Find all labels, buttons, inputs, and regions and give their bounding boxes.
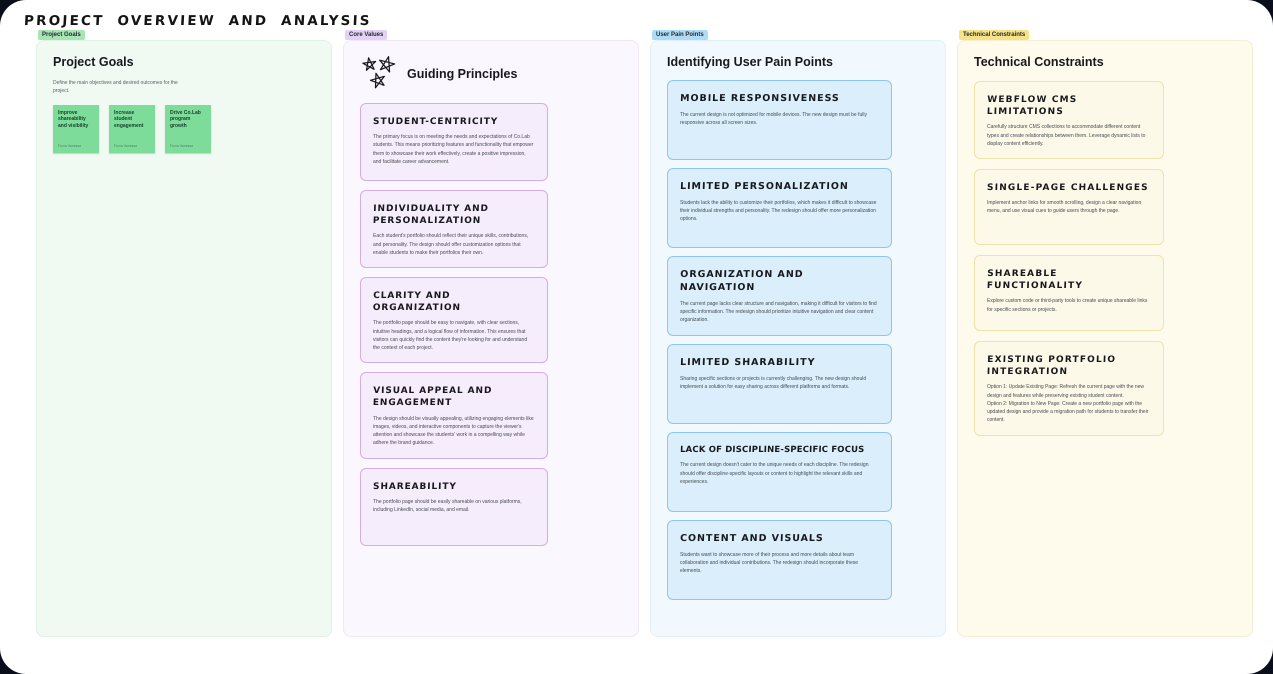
pain-point-card[interactable]: ORGANIZATION AND NAVIGATION The current … [667, 256, 892, 336]
card-title: INDIVIDUALITY AND PERSONALIZATION [372, 204, 490, 227]
card-title: MOBILE RESPONSIVENESS [679, 93, 840, 104]
card-title: SINGLE-PAGE CHALLENGES [986, 183, 1149, 194]
card-body: The portfolio page should be easy to nav… [373, 320, 528, 352]
card-body: Students want to showcase more of their … [680, 551, 859, 575]
stars-icon[interactable] [360, 55, 398, 91]
sticky-author: Fiona Vanessa [114, 143, 138, 148]
card-body: The current design doesn't cater to the … [680, 462, 869, 485]
sticky-note[interactable]: Drive Co.Lab program growth Fiona Vaness… [165, 104, 211, 153]
card-body: Students lack the ability to customize t… [680, 199, 877, 223]
card-title: EXISTING PORTFOLIO INTEGRATION [986, 355, 1117, 378]
card-list: WEBFLOW CMS LIMITATIONS Carefully struct… [974, 81, 1164, 436]
constraint-card[interactable]: SHAREABLE FUNCTIONALITY Explore custom c… [974, 255, 1164, 332]
board-title[interactable]: PROJECT OVERVIEW AND ANALYSIS [23, 13, 373, 29]
pain-point-card[interactable]: LIMITED PERSONALIZATION Students lack th… [667, 168, 892, 248]
sticky-text: Increase student engagement [114, 109, 144, 130]
pain-point-card[interactable]: MOBILE RESPONSIVENESS The current design… [667, 80, 892, 160]
card-title: SHAREABILITY [372, 481, 457, 492]
card-title: SHAREABLE FUNCTIONALITY [986, 269, 1084, 292]
card-title: VISUAL APPEAL AND ENGAGEMENT [372, 386, 493, 409]
section-technical-constraints[interactable]: Technical Constraints Technical Constrai… [957, 30, 1253, 637]
sticky-author: Fiona Vanessa [170, 143, 194, 148]
constraint-card[interactable]: EXISTING PORTFOLIO INTEGRATION Option 1:… [974, 341, 1164, 436]
card-title: LIMITED PERSONALIZATION [679, 181, 849, 192]
principle-card[interactable]: VISUAL APPEAL AND ENGAGEMENT The design … [360, 372, 548, 459]
section-header: Guiding Principles [360, 55, 622, 91]
pain-point-card[interactable]: LACK OF DISCIPLINE-SPECIFIC FOCUS The cu… [667, 432, 892, 512]
card-list: MOBILE RESPONSIVENESS The current design… [667, 80, 892, 600]
card-body: Each student's portfolio should reflect … [373, 233, 529, 256]
pain-point-card[interactable]: CONTENT AND VISUALS Students want to sho… [667, 520, 892, 600]
card-body: The current page lacks clear structure a… [680, 300, 877, 324]
card-list: STUDENT-CENTRICITY The primary focus is … [360, 103, 548, 546]
sticky-note[interactable]: Increase student engagement Fiona Vaness… [109, 104, 155, 153]
sticky-note[interactable]: Improve shareability and visibility Fion… [53, 104, 99, 153]
pain-point-card[interactable]: LIMITED SHARABILITY Sharing specific sec… [667, 344, 892, 424]
section-title: Project Goals [53, 55, 134, 69]
section-description: Define the main objectives and desired o… [53, 80, 178, 94]
sticky-row: Improve shareability and visibility Fion… [53, 104, 315, 153]
card-title: LIMITED SHARABILITY [679, 357, 816, 368]
card-body: The design should be visually appealing,… [373, 415, 534, 447]
section-tag-technical-constraints[interactable]: Technical Constraints [959, 30, 1030, 40]
card-body: The current design is not optimized for … [680, 111, 867, 127]
sticky-text: Drive Co.Lab program growth [170, 109, 201, 130]
card-title: WEBFLOW CMS LIMITATIONS [986, 95, 1078, 118]
principle-card[interactable]: CLARITY AND ORGANIZATION The portfolio p… [360, 277, 548, 364]
card-title: CONTENT AND VISUALS [679, 533, 824, 544]
card-body: Sharing specific sections or projects is… [680, 375, 867, 391]
card-title: LACK OF DISCIPLINE-SPECIFIC FOCUS [679, 445, 865, 455]
card-body: Implement anchor links for smooth scroll… [987, 200, 1142, 215]
constraint-card[interactable]: SINGLE-PAGE CHALLENGES Implement anchor … [974, 169, 1164, 246]
principle-card[interactable]: SHAREABILITY The portfolio page should b… [360, 467, 548, 546]
card-title: ORGANIZATION AND NAVIGATION [679, 269, 804, 293]
card-body: The primary focus is on meeting the need… [373, 134, 534, 165]
section-tag-user-pain-points[interactable]: User Pain Points [652, 30, 708, 40]
section-user-pain-points[interactable]: User Pain Points Identifying User Pain P… [650, 30, 946, 637]
columns-row: Project Goals Project Goals Define the m… [36, 30, 1253, 637]
section-title: Technical Constraints [974, 55, 1104, 69]
principle-card[interactable]: INDIVIDUALITY AND PERSONALIZATION Each s… [360, 190, 548, 269]
card-body: Option 1: Update Existing Page: Refresh … [987, 384, 1149, 424]
sticky-text: Improve shareability and visibility [58, 109, 89, 130]
section-tag-project-goals[interactable]: Project Goals [38, 30, 85, 40]
section-project-goals[interactable]: Project Goals Project Goals Define the m… [36, 30, 332, 637]
section-title: Identifying User Pain Points [667, 55, 833, 69]
section-title: Guiding Principles [407, 67, 518, 81]
constraint-card[interactable]: WEBFLOW CMS LIMITATIONS Carefully struct… [974, 81, 1164, 160]
card-body: The portfolio page should be easily shar… [373, 498, 522, 513]
principle-card[interactable]: STUDENT-CENTRICITY The primary focus is … [360, 103, 548, 181]
card-body: Explore custom code or third-party tools… [987, 298, 1148, 313]
section-tag-core-values[interactable]: Core Values [345, 30, 388, 40]
section-guiding-principles[interactable]: Core Values Guiding Principles STUDENT-C… [343, 30, 639, 637]
card-title: CLARITY AND ORGANIZATION [372, 291, 462, 314]
card-title: STUDENT-CENTRICITY [372, 117, 499, 127]
sticky-author: Fiona Vanessa [58, 143, 82, 148]
card-body: Carefully structure CMS collections to a… [987, 124, 1146, 147]
